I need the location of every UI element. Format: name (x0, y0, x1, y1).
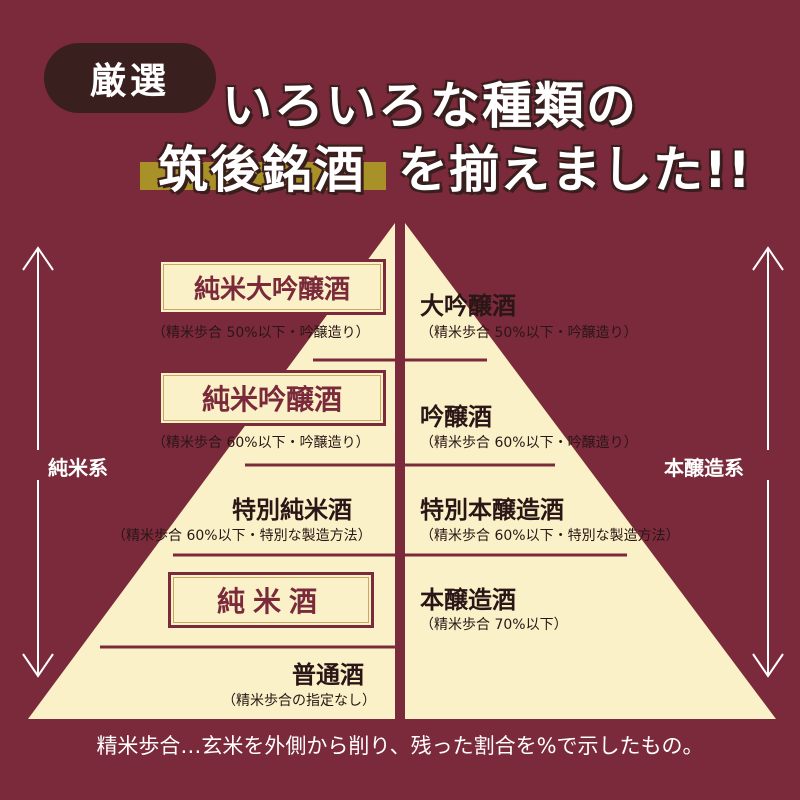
tier-honjozo-sub: （精米歩合 70%以下） (420, 617, 568, 633)
tier-daiginjo-sub: （精米歩合 50%以下・吟醸造り） (420, 325, 638, 341)
tier-futsu: 普通酒 (292, 661, 364, 689)
tier-junmai-ginjo-box: 純米吟醸酒 (158, 370, 386, 426)
tier-junmai-daiginjo-sub: （精米歩合 50%以下・吟醸造り） (152, 325, 370, 341)
headline-highlight: 筑後銘酒 (158, 141, 366, 199)
tier-futsu-sub: （精米歩合の指定なし） (222, 693, 376, 709)
tier-junmai-box: 純米酒 (168, 572, 374, 628)
tier-junmai-ginjo-sub: （精米歩合 60%以下・吟醸造り） (152, 435, 370, 451)
tier-daiginjo: 大吟醸酒 (420, 292, 516, 320)
side-label-honjozo: 本醸造系 (664, 456, 744, 480)
headline-line2: を揃えました!! (398, 141, 752, 199)
tier-tokubetsu-honjozo-sub: （精米歩合 60%以下・特別な製造方法） (420, 528, 680, 544)
footer-note: 精米歩合…玄米を外側から削り、残った割合を%で示したもの。 (96, 734, 704, 758)
tier-ginjo: 吟醸酒 (420, 403, 492, 431)
side-label-junmai: 純米系 (48, 456, 108, 480)
tier-tokubetsu-honjozo: 特別本醸造酒 (420, 496, 564, 524)
tier-junmai-daiginjo-box: 純米大吟醸酒 (158, 259, 386, 315)
tier-tokubetsu-junmai: 特別純米酒 (232, 496, 352, 524)
tier-honjozo: 本醸造酒 (420, 586, 516, 614)
headline-line1: いろいろな種類の (222, 77, 638, 135)
badge-label: 厳選 (44, 43, 216, 113)
highlight-bar (140, 162, 386, 190)
pyramid-right-half (405, 223, 776, 719)
tier-tokubetsu-junmai-sub: （精米歩合 60%以下・特別な製造方法） (112, 528, 372, 544)
tier-ginjo-sub: （精米歩合 60%以下・吟醸造り） (420, 435, 638, 451)
